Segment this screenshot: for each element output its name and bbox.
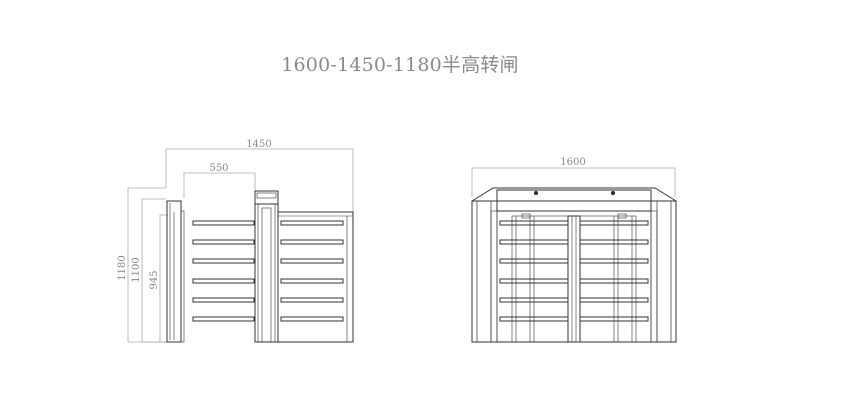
dim-label-1450: 1450 [246,139,271,150]
dim-line-1600 [471,167,676,197]
dim-label-550: 550 [209,163,228,174]
dim-label-1100: 1100 [131,257,142,282]
side-right-panel [277,211,354,343]
dim-label-1180: 1180 [117,255,128,280]
dim-label-945: 945 [149,270,160,289]
side-right-arms [280,220,344,322]
dim-line-1450 [165,148,354,212]
side-left-arms [192,220,255,322]
front-right-post [656,200,672,343]
dim-line-1100 [141,198,166,343]
dim-line-550 [183,172,256,198]
side-center-column [254,203,279,343]
front-left-post [476,200,492,343]
front-rotor-left [499,215,569,343]
front-rotor-right [579,215,649,343]
front-view-dimensions: 1600 [471,157,676,197]
dim-label-1600: 1600 [560,157,585,168]
front-view [471,187,677,343]
side-view-dimensions: 1450 550 1180 1100 945 [117,139,354,343]
front-top-cover [471,187,677,202]
side-view [166,190,354,343]
dim-line-945 [159,214,168,343]
drawing-title: 1600-1450-1180半高转闸 [281,54,519,76]
front-center-column [567,215,581,343]
